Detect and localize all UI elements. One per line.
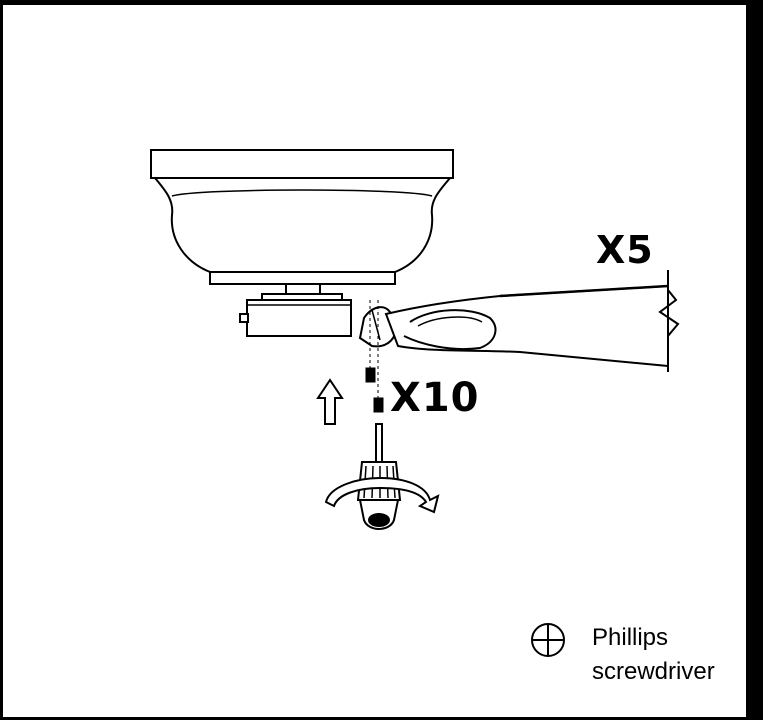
blade-assembly bbox=[358, 270, 680, 372]
motor-hub bbox=[239, 299, 352, 337]
blade-count-label: X5 bbox=[596, 228, 654, 272]
screwdriver-icon bbox=[356, 423, 402, 530]
up-arrow-icon bbox=[316, 378, 344, 425]
tool-name-line-2: screwdriver bbox=[592, 658, 715, 685]
rotate-arrow-icon bbox=[324, 476, 440, 514]
phillips-screwdriver-icon bbox=[531, 623, 565, 657]
tool-legend: Phillips screwdriver bbox=[530, 622, 750, 702]
fan-motor-housing bbox=[150, 149, 454, 301]
screw-count-label: X10 bbox=[390, 375, 480, 421]
screw-column bbox=[365, 300, 384, 413]
tool-name-line-1: Phillips bbox=[592, 624, 669, 651]
